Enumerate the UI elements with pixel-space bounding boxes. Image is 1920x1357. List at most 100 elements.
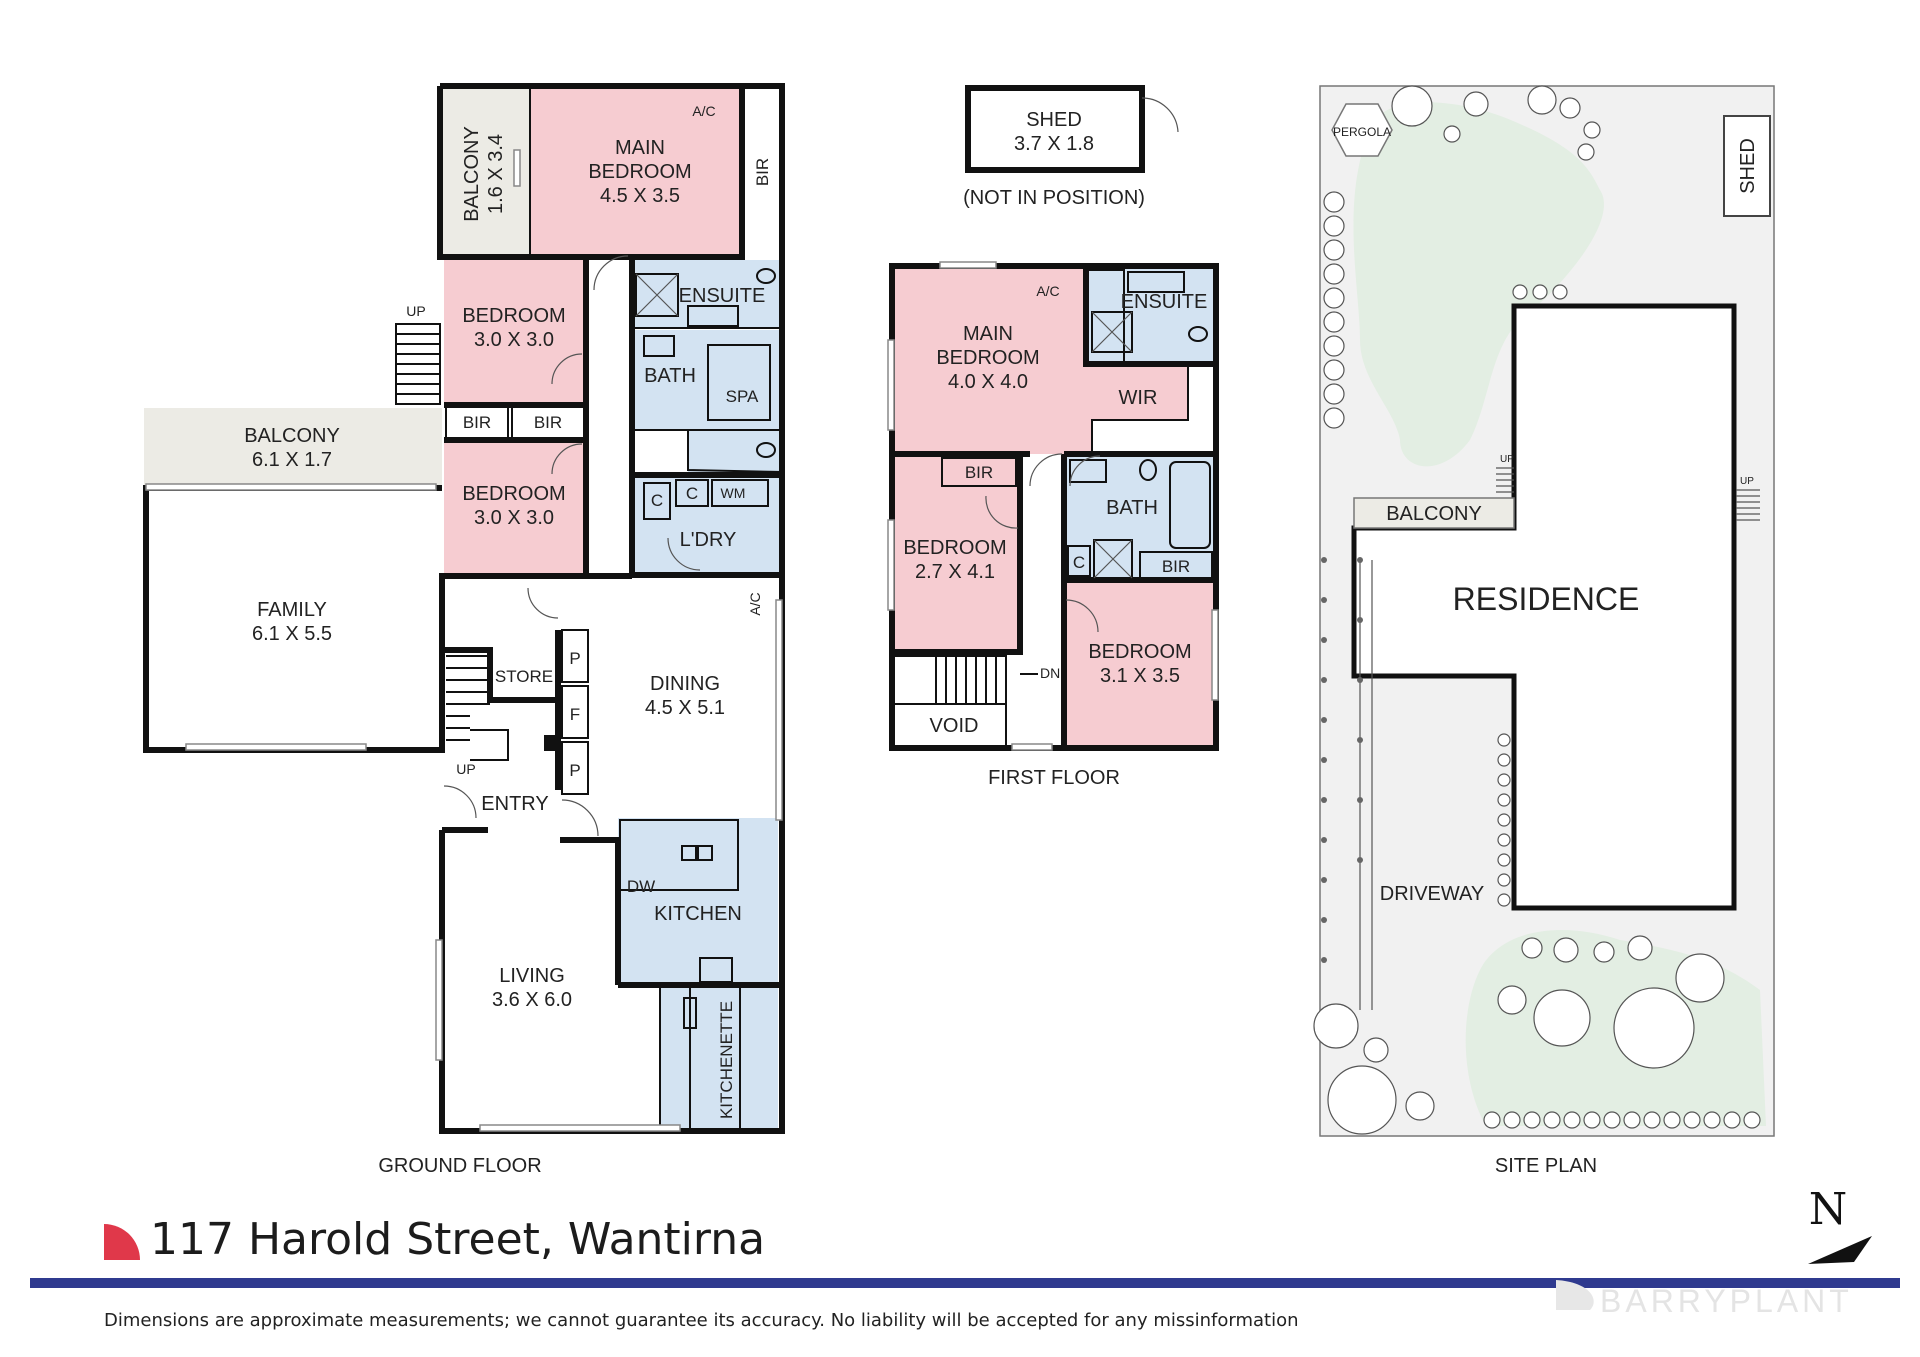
kitchenette-sink bbox=[683, 997, 697, 1029]
pantry-1-box bbox=[561, 629, 589, 683]
first-main-bedroom-label-1: MAIN bbox=[963, 323, 1013, 345]
ac-label-2: A/C bbox=[747, 592, 763, 615]
bedroom-2-area bbox=[444, 440, 586, 576]
first-ensuite-area bbox=[1086, 266, 1216, 364]
dining-window bbox=[775, 599, 783, 821]
garden-lawn bbox=[1353, 102, 1604, 467]
site-balcony-label: BALCONY bbox=[1386, 503, 1482, 525]
property-address: 117 Harold Street, Wantirna bbox=[150, 1214, 765, 1265]
first-bath-basin bbox=[1069, 459, 1107, 483]
lower-balcony-area bbox=[144, 408, 442, 486]
wir-area bbox=[1086, 362, 1188, 454]
family-north-window bbox=[145, 483, 437, 491]
first-bath-toilet bbox=[1139, 459, 1157, 481]
bedroom-1-label: BEDROOM bbox=[462, 305, 565, 327]
first-bathtub bbox=[1169, 461, 1211, 549]
cupboard-2-label: C bbox=[686, 484, 698, 503]
ground-wall-stub bbox=[583, 254, 590, 260]
upper-balcony-dims: 1.6 X 3.4 bbox=[485, 134, 507, 214]
site-up-label-2: UP bbox=[1740, 476, 1754, 487]
washing-machine-box bbox=[711, 479, 769, 507]
kitchen-door bbox=[561, 799, 599, 837]
brand-watermark: BARRYPLANT bbox=[1600, 1283, 1853, 1319]
ensuite-shower bbox=[635, 273, 679, 317]
kitchen-label: KITCHEN bbox=[654, 903, 742, 925]
shed-note: (NOT IN POSITION) bbox=[963, 187, 1145, 209]
driveway-label: DRIVEWAY bbox=[1380, 883, 1484, 905]
footer-rule bbox=[30, 1278, 1900, 1288]
site-plan-caption: SITE PLAN bbox=[1495, 1155, 1597, 1177]
family-window bbox=[185, 743, 367, 751]
residence-label: RESIDENCE bbox=[1453, 581, 1640, 617]
sink-bowl-1 bbox=[681, 845, 697, 861]
first-bedroom-2-area bbox=[1064, 580, 1216, 748]
family-dims: 6.1 X 5.5 bbox=[252, 623, 332, 645]
cupboard-1-box bbox=[643, 482, 671, 520]
living-south-window bbox=[479, 1124, 681, 1132]
first-bath-shower bbox=[1093, 539, 1133, 579]
bath-basin bbox=[643, 335, 675, 357]
dining-door bbox=[527, 587, 559, 619]
shed-door bbox=[1141, 97, 1179, 133]
exterior-stairs-upper bbox=[395, 323, 441, 405]
pantry-1-label: P bbox=[569, 649, 580, 668]
ground-stairs bbox=[446, 655, 509, 761]
bir-a-box bbox=[445, 406, 509, 439]
site-plan: PERGOLA SHED BALCONY RESIDENCE DRIVEWAY … bbox=[1313, 85, 1775, 1177]
site-small-dots bbox=[1321, 557, 1363, 963]
first-floor-plan: SHED 3.7 X 1.8 (NOT IN POSITION) bbox=[887, 85, 1219, 789]
ground-outer-wall-west bbox=[143, 86, 589, 753]
laundry-label: L'DRY bbox=[680, 529, 737, 551]
main-bedroom-door bbox=[593, 255, 629, 291]
shed-dims: 3.7 X 1.8 bbox=[1014, 133, 1094, 155]
first-bath-door bbox=[1069, 455, 1101, 487]
ground-ensuite-label: ENSUITE bbox=[679, 285, 766, 307]
first-ensuite-toilet bbox=[1188, 326, 1208, 342]
family-label: FAMILY bbox=[257, 599, 327, 621]
first-main-bedroom-door bbox=[1029, 453, 1063, 487]
bedroom-1-door bbox=[551, 353, 583, 385]
ensuite-toilet bbox=[756, 268, 776, 284]
brand-logo-icon bbox=[104, 1224, 140, 1260]
wc-area bbox=[688, 430, 781, 472]
ground-floor-plan: BALCONY 1.6 X 3.4 A/C MAIN BEDROOM 4.5 X… bbox=[143, 83, 785, 1177]
store-label: STORE bbox=[495, 667, 553, 686]
bir-b-label: BIR bbox=[534, 413, 562, 432]
pantry-2-box bbox=[561, 741, 589, 795]
kitchenette-label: KITCHENETTE bbox=[717, 1001, 736, 1119]
first-floor-caption: FIRST FLOOR bbox=[988, 767, 1120, 789]
lower-balcony-label: BALCONY bbox=[244, 425, 340, 447]
site-trees bbox=[1313, 85, 1761, 1135]
driveway-edge bbox=[1359, 560, 1373, 1010]
first-bir-2-box bbox=[1139, 551, 1213, 579]
first-bedroom-1-dims: 2.7 X 4.1 bbox=[915, 561, 995, 583]
first-stairs bbox=[893, 655, 1038, 748]
entry-door bbox=[443, 785, 477, 819]
site-balcony-outline bbox=[1353, 497, 1515, 529]
first-cupboard-box bbox=[1067, 545, 1091, 577]
first-bedroom-1-window bbox=[887, 519, 895, 611]
fridge-label: F bbox=[570, 705, 580, 724]
balcony-window bbox=[513, 149, 521, 187]
disclaimer-text: Dimensions are approximate measurements;… bbox=[104, 1310, 1299, 1331]
fireplace-mark bbox=[544, 735, 558, 751]
main-bedroom-label-2: BEDROOM bbox=[588, 161, 691, 183]
pantry-2-label: P bbox=[569, 761, 580, 780]
bir-a-label: BIR bbox=[463, 413, 491, 432]
first-main-bedroom-window bbox=[939, 261, 997, 269]
first-bedroom-1-label: BEDROOM bbox=[903, 537, 1006, 559]
dishwasher-label: DW bbox=[627, 877, 655, 896]
site-boundary bbox=[1319, 85, 1775, 1137]
first-bir-2-label: BIR bbox=[1162, 557, 1190, 576]
wc-toilet bbox=[756, 442, 776, 458]
upper-balcony-label: BALCONY bbox=[461, 126, 483, 222]
site-up-label-1: UP bbox=[1500, 454, 1514, 465]
first-bath-label: BATH bbox=[1106, 497, 1158, 519]
up-label-1: UP bbox=[406, 303, 425, 319]
ground-floor-caption: GROUND FLOOR bbox=[378, 1155, 541, 1177]
site-shed bbox=[1723, 115, 1771, 217]
brand-watermark-icon bbox=[1556, 1280, 1594, 1310]
bedroom-2-label: BEDROOM bbox=[462, 483, 565, 505]
laundry-door bbox=[667, 537, 701, 571]
